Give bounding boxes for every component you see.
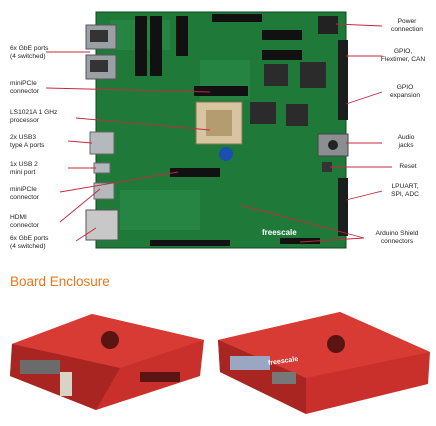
section-heading: Board Enclosure: [10, 274, 110, 289]
gpio-header: [338, 40, 348, 98]
audio-jacks: [317, 133, 349, 157]
hdmi-connector: [93, 182, 115, 200]
processor-chip: [195, 101, 243, 145]
power-connector: [318, 16, 338, 34]
reset-button: [322, 162, 332, 172]
board-logo: freescale: [262, 228, 297, 237]
ethernet-ports-bottom: [85, 209, 119, 241]
minipcie-connector-bottom: [170, 168, 220, 177]
enclosure-right: [218, 312, 430, 414]
label-reset: Reset: [399, 163, 417, 170]
label-gbe-ports-bottom: 6x GbE ports(4 switched): [10, 235, 49, 250]
gpio-expansion-header: [338, 92, 348, 120]
label-gbe-ports-top: 6x GbE ports(4 switched): [10, 45, 49, 60]
arduino-header-2: [280, 238, 320, 244]
usb3-ports: [89, 131, 115, 155]
label-gpio: GPIO,Flextimer, CAN: [380, 48, 426, 63]
usb2-mini-port: [93, 162, 111, 174]
minipcie-connector-top: [194, 86, 248, 96]
ethernet-ports-top: [85, 24, 117, 80]
label-lpuart: LPUART,SPI, ADC: [391, 183, 419, 198]
enclosure-left: [10, 314, 204, 410]
arduino-header-1: [150, 240, 230, 246]
lpuart-header: [338, 178, 348, 236]
